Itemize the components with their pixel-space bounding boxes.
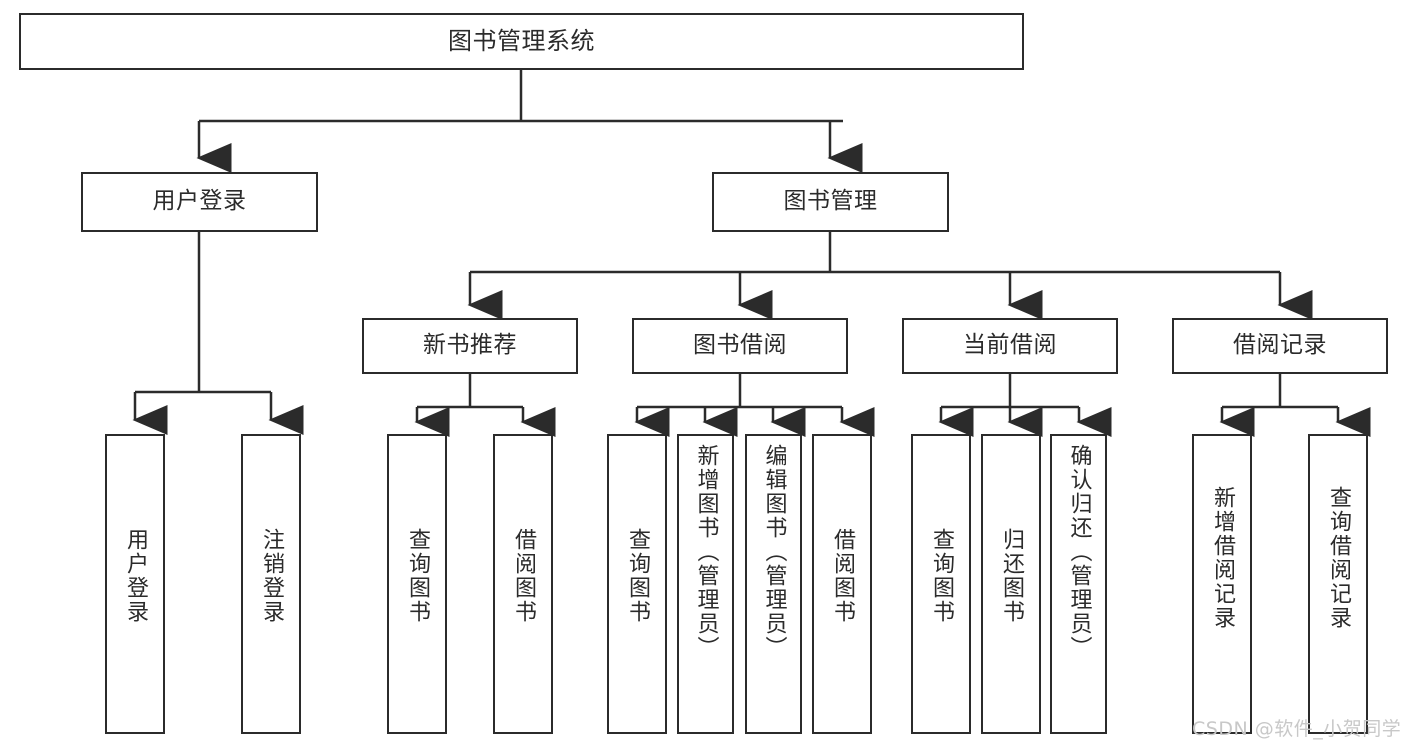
node-label: 借阅记录	[1233, 332, 1327, 359]
node-label: 图书管理系统	[448, 27, 595, 56]
node-label: 图书管理	[783, 188, 878, 215]
node-label: 借阅图书	[511, 528, 536, 624]
leaf-user-login-login[interactable]: 用户登录	[105, 434, 165, 734]
csdn-watermark: CSDN @软件_小贺同学	[1192, 718, 1402, 740]
node-user-login[interactable]: 用户登录	[81, 172, 318, 232]
leaf-new-book-borrow-book[interactable]: 借阅图书	[493, 434, 553, 734]
node-label: 新书推荐	[423, 332, 517, 359]
leaf-book-borrow-add-book-admin[interactable]: 新增图书（管理员）	[677, 434, 734, 734]
node-label: 新增借阅记录	[1210, 486, 1235, 630]
node-label: 借阅图书	[830, 528, 855, 624]
leaf-current-borrow-confirm-return-admin[interactable]: 确认归还（管理员）	[1050, 434, 1107, 734]
leaf-book-borrow-borrow-book[interactable]: 借阅图书	[812, 434, 872, 734]
leaf-user-login-logout[interactable]: 注销登录	[241, 434, 301, 734]
node-label: 用户登录	[123, 528, 148, 624]
node-book-borrow[interactable]: 图书借阅	[632, 318, 848, 374]
node-label: 查询图书	[405, 528, 430, 624]
node-label: 查询借阅记录	[1326, 486, 1351, 630]
node-label: 用户登录	[152, 188, 247, 215]
leaf-borrow-record-add-record[interactable]: 新增借阅记录	[1192, 434, 1252, 734]
leaf-book-borrow-query-book[interactable]: 查询图书	[607, 434, 667, 734]
node-label: 注销登录	[259, 528, 284, 624]
node-label: 编辑图书（管理员）	[761, 444, 787, 660]
node-current-borrow[interactable]: 当前借阅	[902, 318, 1118, 374]
leaf-new-book-query-book[interactable]: 查询图书	[387, 434, 447, 734]
node-label: 当前借阅	[963, 332, 1057, 359]
node-new-book-recommend[interactable]: 新书推荐	[362, 318, 578, 374]
node-borrow-record[interactable]: 借阅记录	[1172, 318, 1388, 374]
node-book-management[interactable]: 图书管理	[712, 172, 949, 232]
node-label: 图书借阅	[693, 332, 787, 359]
node-root-system[interactable]: 图书管理系统	[19, 13, 1024, 70]
node-label: 查询图书	[625, 528, 650, 624]
leaf-borrow-record-query-record[interactable]: 查询借阅记录	[1308, 434, 1368, 734]
node-label: 新增图书（管理员）	[693, 444, 719, 660]
node-label: 确认归还（管理员）	[1066, 444, 1092, 660]
node-label: 查询图书	[929, 528, 954, 624]
leaf-current-borrow-return-book[interactable]: 归还图书	[981, 434, 1041, 734]
leaf-current-borrow-query-book[interactable]: 查询图书	[911, 434, 971, 734]
leaf-book-borrow-edit-book-admin[interactable]: 编辑图书（管理员）	[745, 434, 802, 734]
node-label: 归还图书	[999, 528, 1024, 624]
